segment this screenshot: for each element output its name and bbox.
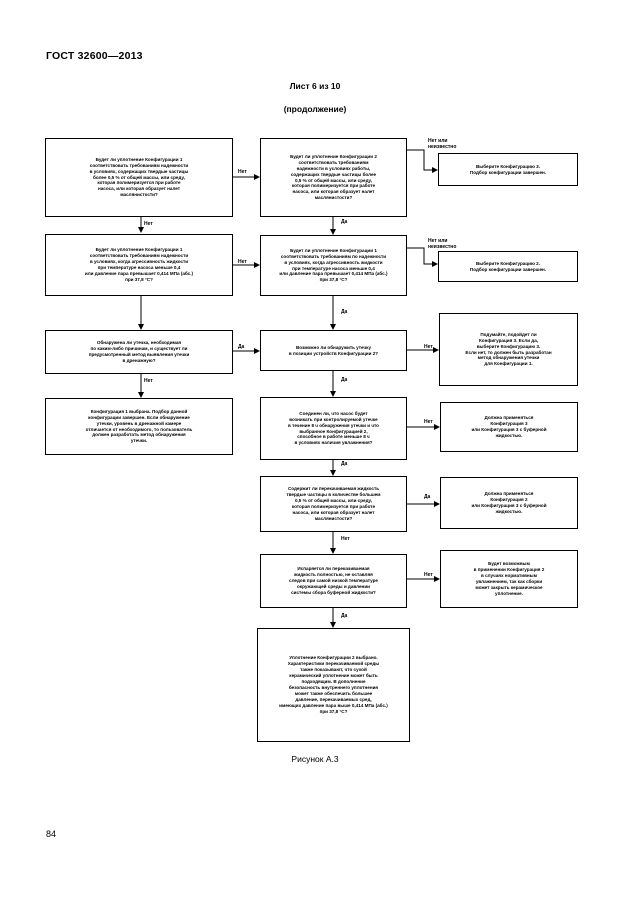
branch-label-no: Нет (144, 221, 153, 227)
branch-label-no: Нет (238, 259, 247, 265)
branch-label-no: Нет (238, 169, 247, 175)
result-config2-selected: Уплотнение Конфигурации 2 выбрано. Харак… (257, 628, 410, 742)
branch-label-no: Нет (341, 536, 350, 542)
branch-label-no-or-unknown: Нет или неизвестно (428, 238, 457, 250)
question-fluid-evaporates: Испаряется ли перекачиваемая жидкость по… (260, 554, 407, 608)
result-config2-or-config3-buffer: Должна применяться Конфигурация 2 или Ко… (440, 477, 578, 529)
branch-label-yes: Да (341, 377, 348, 383)
result-select-config3-a: Выберите Конфигурацию 3. Подбор конфигур… (438, 153, 578, 186)
branch-label-yes: Да (424, 494, 431, 500)
result-config3-buffer: Должна применяться Конфигурация 3 или Ко… (440, 402, 578, 452)
branch-label-yes: Да (238, 344, 245, 350)
branch-label-no-or-unknown: Нет или неизвестно (428, 138, 457, 150)
sheet-subtitle: (продолжение) (283, 104, 347, 114)
question-config1-solids: Будет ли уплотнение Конфигурации 1 соотв… (45, 138, 233, 217)
branch-label-no: Нет (424, 419, 433, 425)
branch-label-yes: Да (341, 461, 348, 467)
standard-header: ГОСТ 32600—2013 (46, 50, 143, 62)
branch-label-yes: Да (341, 309, 348, 315)
branch-label-no: Нет (424, 344, 433, 350)
question-config1-volatility: Будет ли уплотнение Конфигурации 1 соотв… (45, 234, 233, 296)
branch-label-yes: Да (341, 613, 348, 619)
branch-label-no: Нет (144, 378, 153, 384)
result-select-config2: Выберите Конфигурацию 2. Подбор конфигур… (438, 251, 578, 282)
question-config2-solids: Будет ли уплотнение Конфигурации 2 соотв… (260, 138, 407, 217)
result-consider-config3: Подумайте, подойдет ли Конфигурация 3. Е… (439, 313, 578, 386)
question-detect-leak-config2: Возможно ли обнаружить утечку в позиции … (260, 330, 407, 371)
question-leak-detection-method: Обнаружена ли утечка, необходимая по как… (45, 330, 233, 374)
page-number: 84 (46, 829, 57, 839)
figure-caption: Рисунок А.3 (291, 754, 339, 764)
question-fluid-solids: Содержит ли перекачиваемая жидкость твер… (260, 476, 407, 532)
result-config2-ceramic-seal: Будет возможным в применении Конфигураци… (440, 550, 578, 608)
result-config1-selected: Конфигурация 1 выбрана. Подбор данной ко… (45, 398, 233, 455)
question-8h-leak-operation: Соединен ли, что насос будет возникать п… (260, 397, 407, 460)
question-config1-reliability: Будет ли уплотнение Конфигурации 1 соотв… (260, 235, 407, 296)
sheet-title: Лист 6 из 10 (289, 81, 341, 91)
branch-label-no: Нет (424, 572, 433, 578)
branch-label-yes: Да (341, 219, 348, 225)
